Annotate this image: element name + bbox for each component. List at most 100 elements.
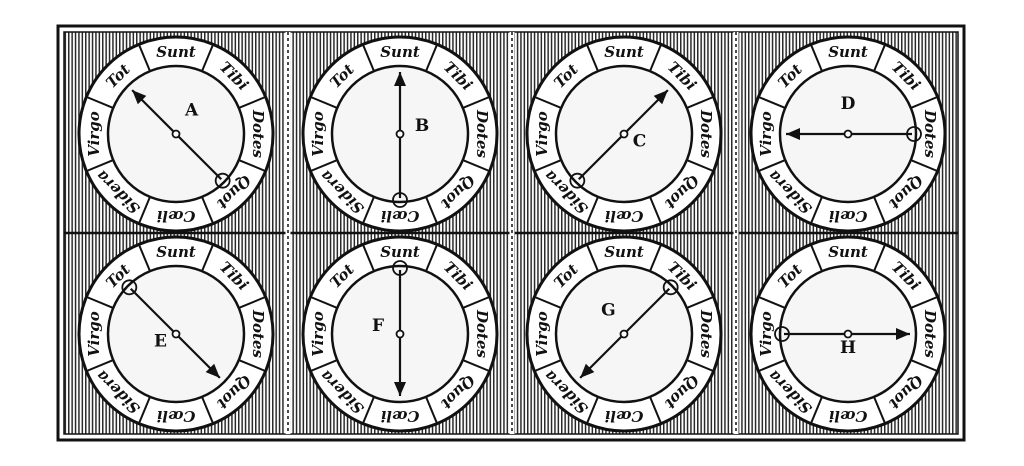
sector-divider — [137, 396, 151, 424]
ring-word: Dotes — [697, 309, 715, 358]
dial-letter: B — [415, 116, 429, 136]
sector-divider — [649, 196, 663, 224]
pointer-pivot — [171, 329, 181, 339]
sector-divider — [201, 196, 215, 224]
sector-divider — [585, 44, 599, 72]
sector-divider — [361, 196, 375, 224]
sector-divider — [534, 359, 562, 373]
pointer-pivot — [619, 129, 629, 139]
dials-group: TotSuntTibiDotesQuotCœliSideraVirgoATotS… — [77, 35, 947, 433]
sector-divider — [686, 295, 714, 309]
dial-letter: F — [372, 316, 384, 336]
sector-divider — [910, 159, 938, 173]
pointer-tail-mark — [662, 279, 679, 296]
sector-divider — [649, 244, 663, 272]
pointer-tail-mark — [774, 326, 790, 342]
ring-word: Cœli — [828, 407, 867, 425]
ring-word: Virgo — [533, 311, 551, 356]
ring-word: Sunt — [828, 243, 868, 261]
sector-divider — [462, 95, 490, 109]
ring-word: Cœli — [380, 207, 419, 225]
sector-divider — [809, 244, 823, 272]
sector-divider — [361, 244, 375, 272]
ring-word: Virgo — [533, 111, 551, 156]
ring-word: Cœli — [828, 207, 867, 225]
ring-word: Virgo — [757, 311, 775, 356]
sector-divider — [86, 295, 114, 309]
pointer-arrowhead — [394, 72, 406, 86]
ring-word: Cœli — [604, 407, 643, 425]
sector-divider — [310, 295, 338, 309]
sector-divider — [758, 95, 786, 109]
sector-divider — [310, 95, 338, 109]
pointer-tail-mark — [569, 172, 586, 189]
sector-divider — [238, 295, 266, 309]
pointer-tail-mark — [392, 260, 408, 276]
sector-divider — [310, 359, 338, 373]
ring-word: Sunt — [604, 43, 644, 61]
sector-divider — [686, 359, 714, 373]
ring-word: Sunt — [380, 243, 420, 261]
sector-divider — [649, 396, 663, 424]
ring-word: Virgo — [757, 111, 775, 156]
sector-divider — [238, 159, 266, 173]
ring-word: Virgo — [309, 311, 327, 356]
ring-word: Dotes — [249, 309, 267, 358]
pointer-arrowhead — [653, 90, 668, 105]
sector-divider — [462, 359, 490, 373]
ring-word: Virgo — [85, 111, 103, 156]
dial-letter: C — [633, 132, 647, 152]
sector-divider — [873, 196, 887, 224]
pointer-arrowhead — [896, 328, 910, 340]
sector-divider — [137, 244, 151, 272]
ring-word: Cœli — [156, 207, 195, 225]
pointer-arrowhead — [786, 128, 800, 140]
ring-word: Sunt — [156, 43, 196, 61]
sector-divider — [361, 44, 375, 72]
pointer-arrowhead — [394, 382, 406, 396]
sector-divider — [534, 95, 562, 109]
dial-letter: D — [841, 94, 856, 114]
pointer-pivot — [843, 329, 853, 339]
sector-divider — [238, 359, 266, 373]
sector-divider — [873, 244, 887, 272]
ring-word: Dotes — [921, 109, 939, 158]
sector-divider — [238, 95, 266, 109]
ring-word: Cœli — [156, 407, 195, 425]
sector-divider — [758, 295, 786, 309]
ring-word: Dotes — [697, 109, 715, 158]
sector-divider — [873, 44, 887, 72]
ring-word: Sunt — [828, 43, 868, 61]
pointer-pivot — [395, 329, 405, 339]
sector-divider — [809, 196, 823, 224]
ring-word: Dotes — [249, 109, 267, 158]
dial-letter: A — [184, 100, 199, 120]
pointer-pivot — [619, 329, 629, 339]
sector-divider — [585, 196, 599, 224]
sector-divider — [910, 95, 938, 109]
sector-divider — [910, 295, 938, 309]
ring-word: Virgo — [309, 111, 327, 156]
sector-divider — [534, 295, 562, 309]
sector-divider — [425, 44, 439, 72]
ring-word: Dotes — [473, 309, 491, 358]
sector-divider — [462, 159, 490, 173]
sector-divider — [462, 295, 490, 309]
pointer-pivot — [395, 129, 405, 139]
ring-word: Cœli — [380, 407, 419, 425]
pointer-arrowhead — [132, 90, 147, 105]
pointer-tail-mark — [214, 172, 231, 189]
pointer-tail-mark — [906, 126, 922, 142]
sector-divider — [201, 44, 215, 72]
pointer-pivot — [171, 129, 181, 139]
sector-divider — [910, 359, 938, 373]
pointer-pivot — [843, 129, 853, 139]
pointer-tail-mark — [392, 192, 408, 208]
sector-divider — [809, 44, 823, 72]
